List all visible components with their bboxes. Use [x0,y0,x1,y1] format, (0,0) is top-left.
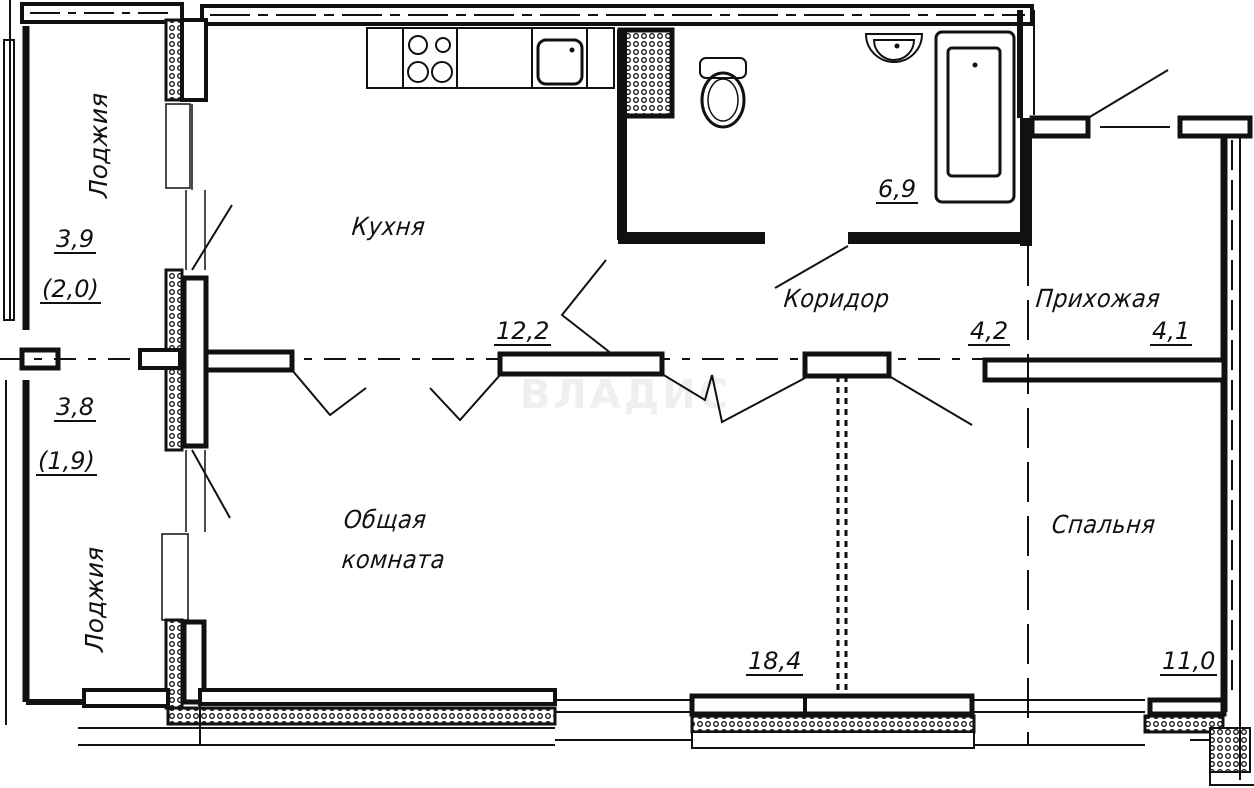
loggia-bottom-label: Лоджия [80,546,109,652]
bedroom-area: 11,0 [1160,647,1218,676]
loggia-top-reduced-area: (2,0) [40,275,101,304]
loggia-top-label: Лоджия [84,92,113,198]
kitchen-area: 12,2 [494,317,552,346]
living-room-area: 18,4 [746,647,804,676]
loggia-bottom-reduced-area: (1,9) [36,447,97,476]
watermark: ВЛАДИС [520,372,732,418]
hallway-label: Прихожая [1034,284,1162,313]
exterior-wall-top [20,2,1034,26]
living-room-label-line2: комната [340,545,447,574]
loggia-top-area: 3,9 [54,225,97,254]
corridor-label: Коридор [782,284,892,313]
hallway-area: 4,1 [1150,317,1193,346]
bathroom-area: 6,9 [876,175,919,204]
living-room-label-line1: Общая [342,505,429,534]
kitchen-label: Кухня [350,212,427,241]
corridor-area: 4,2 [968,317,1011,346]
loggia-bottom-area: 3,8 [54,393,97,422]
bedroom-label: Спальня [1050,510,1158,539]
